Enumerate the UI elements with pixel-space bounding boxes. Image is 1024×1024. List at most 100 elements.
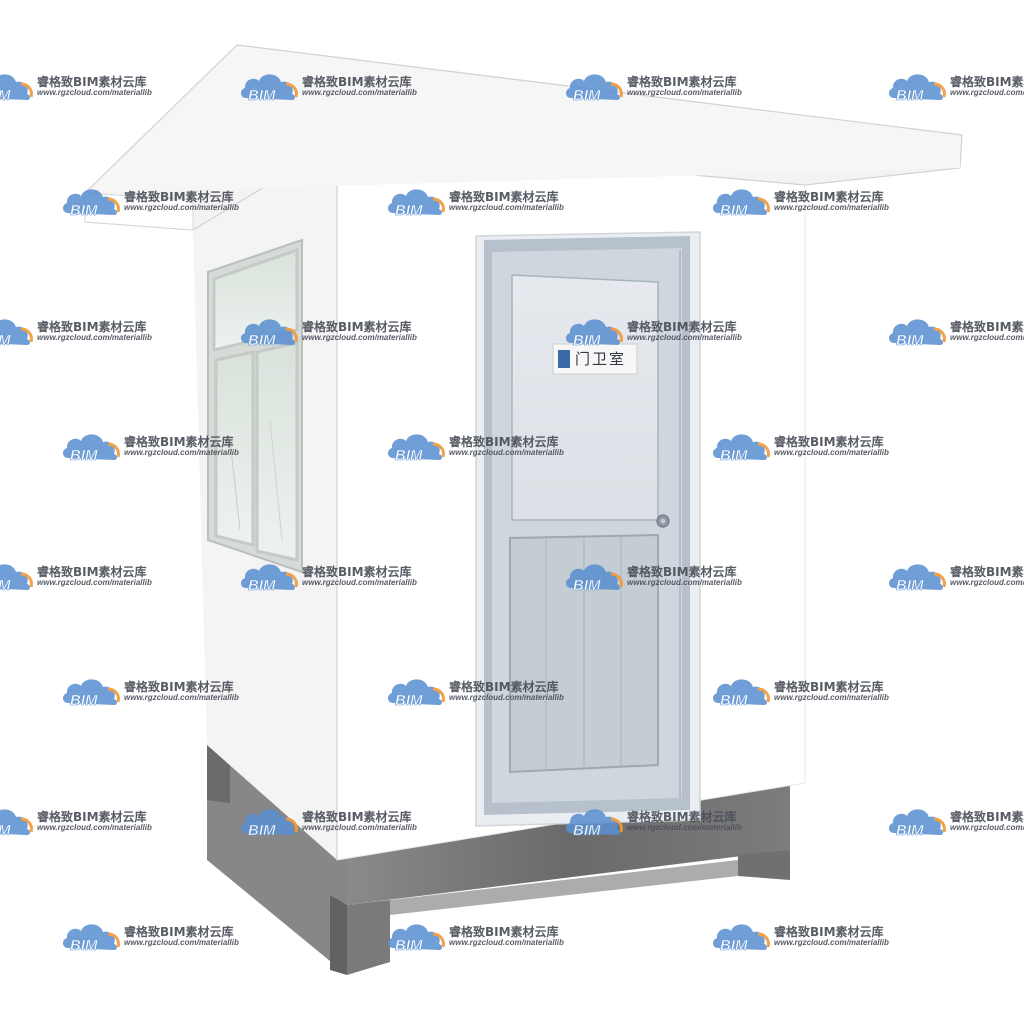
watermark-url: www.rgzcloud.com/materiallib	[627, 823, 742, 832]
cloud-logo-icon: BIM	[712, 924, 770, 954]
watermark-logo-text: BIM	[720, 937, 748, 954]
watermark-name: 睿格致BIM素材云库	[449, 435, 559, 449]
cloud-logo-icon: BIM	[565, 74, 623, 104]
watermark: BIM 睿格致BIM素材云库www.rgzcloud.com/materialli…	[0, 560, 173, 600]
cloud-logo-icon: BIM	[0, 74, 33, 104]
cloud-logo-icon: BIM	[240, 564, 298, 594]
watermark-name: 睿格致BIM素材云库	[950, 810, 1024, 824]
watermark-logo-text: BIM	[573, 577, 601, 594]
cloud-logo-icon: BIM	[0, 564, 33, 594]
watermark-name: 睿格致BIM素材云库	[449, 680, 559, 694]
watermark: BIM 睿格致BIM素材云库www.rgzcloud.com/materialli…	[0, 70, 173, 110]
cloud-logo-icon: BIM	[240, 319, 298, 349]
watermark-name: 睿格致BIM素材云库	[774, 435, 884, 449]
watermark-url: www.rgzcloud.com/materiallib	[37, 88, 152, 97]
watermark: BIM睿格致BIM素材云库www.rgzcloud.com/materialli…	[886, 315, 1024, 355]
side-window	[207, 238, 303, 574]
watermark-name: 睿格致BIM素材云库	[950, 565, 1024, 579]
watermark-name: 睿格致BIM素材云库	[124, 925, 234, 939]
watermark-url: www.rgzcloud.com/materiallib	[774, 938, 889, 947]
watermark: BIM睿格致BIM素材云库www.rgzcloud.com/materialli…	[886, 560, 1024, 600]
watermark-logo-text: BIM	[720, 692, 748, 709]
watermark-url: www.rgzcloud.com/materiallib	[627, 333, 742, 342]
watermark-name: 睿格致BIM素材云库	[449, 190, 559, 204]
watermark-name: 睿格致BIM素材云库	[950, 75, 1024, 89]
watermark-logo-text: BIM	[395, 692, 423, 709]
watermark-name: 睿格致BIM素材云库	[124, 680, 234, 694]
watermark-logo-text: BIM	[0, 87, 11, 104]
cloud-logo-icon: BIM	[62, 924, 120, 954]
cloud-logo-icon: BIM	[712, 189, 770, 219]
watermark: BIM 睿格致BIM素材云库www.rgzcloud.com/materialli…	[886, 70, 1024, 110]
watermark-url: www.rgzcloud.com/materiallib	[302, 333, 417, 342]
cloud-logo-icon: BIM	[888, 319, 946, 349]
cloud-logo-icon: BIM	[387, 679, 445, 709]
watermark: BIM睿格致BIM素材云库www.rgzcloud.com/materialli…	[0, 805, 173, 845]
watermark-url: www.rgzcloud.com/materiallib	[37, 823, 152, 832]
watermark-name: 睿格致BIM素材云库	[302, 810, 412, 824]
watermark-logo-text: BIM	[70, 692, 98, 709]
door-sign-text: 门卫室	[575, 350, 627, 368]
cloud-logo-icon: BIM	[240, 809, 298, 839]
watermark-logo-text: BIM	[0, 332, 11, 349]
watermark-logo-text: BIM	[896, 822, 924, 839]
watermark-url: www.rgzcloud.com/materiallib	[627, 578, 742, 587]
watermark-logo-text: BIM	[0, 822, 11, 839]
watermark-url: www.rgzcloud.com/materiallib	[302, 578, 417, 587]
watermark-name: 睿格致BIM素材云库	[627, 320, 737, 334]
watermark: BIM睿格致BIM素材云库www.rgzcloud.com/materialli…	[0, 315, 173, 355]
cloud-logo-icon: BIM	[62, 434, 120, 464]
watermark-url: www.rgzcloud.com/materiallib	[449, 448, 564, 457]
cloud-logo-icon: BIM	[565, 319, 623, 349]
watermark-logo-text: BIM	[720, 202, 748, 219]
door	[475, 231, 701, 827]
watermark-url: www.rgzcloud.com/materiallib	[449, 203, 564, 212]
watermark-name: 睿格致BIM素材云库	[124, 435, 234, 449]
cloud-logo-icon: BIM	[712, 434, 770, 464]
watermark-name: 睿格致BIM素材云库	[37, 320, 147, 334]
cloud-logo-icon: BIM	[387, 189, 445, 219]
watermark-logo-text: BIM	[70, 202, 98, 219]
cloud-logo-icon: BIM	[565, 809, 623, 839]
watermark-logo-text: BIM	[248, 822, 276, 839]
watermark-name: 睿格致BIM素材云库	[37, 565, 147, 579]
watermark-url: www.rgzcloud.com/materiallib	[950, 88, 1024, 97]
watermark-url: www.rgzcloud.com/materiallib	[774, 693, 889, 702]
watermark-name: 睿格致BIM素材云库	[37, 75, 147, 89]
watermark-name: 睿格致BIM素材云库	[302, 565, 412, 579]
watermark-url: www.rgzcloud.com/materiallib	[302, 88, 417, 97]
watermark-name: 睿格致BIM素材云库	[124, 190, 234, 204]
cloud-logo-icon: BIM	[62, 679, 120, 709]
watermark-url: www.rgzcloud.com/materiallib	[124, 448, 239, 457]
watermark-name: 睿格致BIM素材云库	[627, 565, 737, 579]
watermark-logo-text: BIM	[395, 202, 423, 219]
watermark-url: www.rgzcloud.com/materiallib	[37, 578, 152, 587]
watermark-logo-text: BIM	[395, 937, 423, 954]
cloud-logo-icon: BIM	[888, 74, 946, 104]
watermark-logo-text: BIM	[70, 447, 98, 464]
sign-logo-icon	[558, 350, 570, 368]
door-sign	[552, 343, 638, 375]
watermark-url: www.rgzcloud.com/materiallib	[449, 938, 564, 947]
watermark-name: 睿格致BIM素材云库	[627, 810, 737, 824]
cloud-logo-icon: BIM	[62, 189, 120, 219]
watermark: BIM睿格致BIM素材云库www.rgzcloud.com/materialli…	[886, 805, 1024, 845]
cloud-logo-icon: BIM	[888, 564, 946, 594]
watermark-url: www.rgzcloud.com/materiallib	[124, 693, 239, 702]
watermark-logo-text: BIM	[896, 577, 924, 594]
watermark-logo-text: BIM	[896, 87, 924, 104]
